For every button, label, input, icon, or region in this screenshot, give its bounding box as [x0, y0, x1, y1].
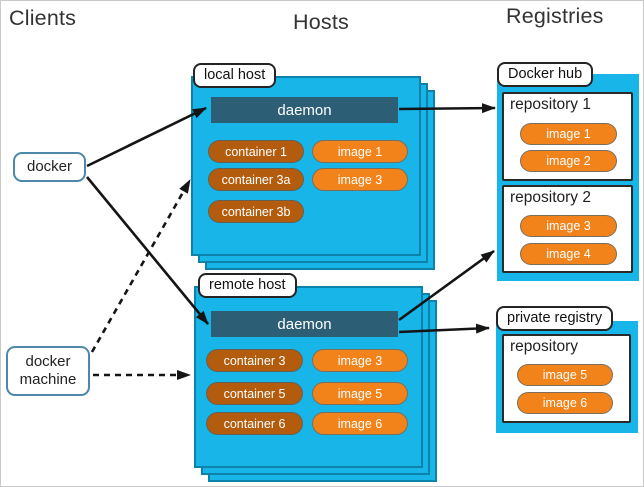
- container-pill: container 3b: [208, 200, 304, 223]
- image-pill: image 3: [312, 349, 408, 372]
- repository-2-box: repository 2 image 3 image 4: [502, 185, 633, 273]
- heading-registries: Registries: [506, 4, 604, 28]
- image-pill: image 4: [520, 243, 617, 265]
- private-registry-tab: private registry: [496, 306, 614, 331]
- heading-hosts: Hosts: [293, 10, 349, 34]
- image-pill: image 6: [312, 412, 408, 435]
- repository-1-title: repository 1: [510, 96, 591, 113]
- arrow-docker-to-local-daemon: [86, 106, 207, 168]
- heading-clients: Clients: [9, 6, 77, 30]
- local-host-daemon-bar: daemon: [211, 97, 398, 123]
- docker-client-box: docker: [13, 152, 86, 182]
- local-host-tab: local host: [193, 63, 277, 88]
- docker-machine-label-line2: machine: [19, 371, 77, 388]
- docker-client-label: docker: [26, 158, 73, 175]
- container-pill: container 3: [206, 349, 303, 372]
- image-pill: image 1: [312, 140, 408, 163]
- repository-1-box: repository 1 image 1 image 2: [502, 92, 633, 181]
- image-pill: image 1: [520, 123, 617, 145]
- image-pill: image 3: [520, 215, 617, 237]
- repository-2-title: repository 2: [510, 189, 591, 206]
- docker-machine-label-line1: docker: [25, 353, 71, 370]
- private-repository-box: repository image 5 image 6: [502, 334, 631, 423]
- image-pill: image 5: [517, 364, 613, 386]
- container-pill: container 3a: [208, 168, 304, 191]
- container-pill: container 1: [208, 140, 304, 163]
- remote-host-daemon-bar: daemon: [211, 311, 398, 337]
- image-pill: image 6: [517, 392, 613, 414]
- container-pill: container 6: [206, 412, 303, 435]
- arrow-docker-machine-to-local-host: [90, 179, 192, 353]
- image-pill: image 2: [520, 150, 617, 172]
- remote-host-tab: remote host: [198, 273, 297, 298]
- image-pill: image 5: [312, 382, 408, 405]
- container-pill: container 5: [206, 382, 303, 405]
- arrow-docker-to-remote-daemon: [85, 176, 210, 325]
- docker-hub-tab: Docker hub: [497, 62, 594, 87]
- image-pill: image 3: [312, 168, 408, 191]
- docker-machine-box: docker machine: [6, 346, 90, 396]
- private-repository-title: repository: [510, 338, 579, 355]
